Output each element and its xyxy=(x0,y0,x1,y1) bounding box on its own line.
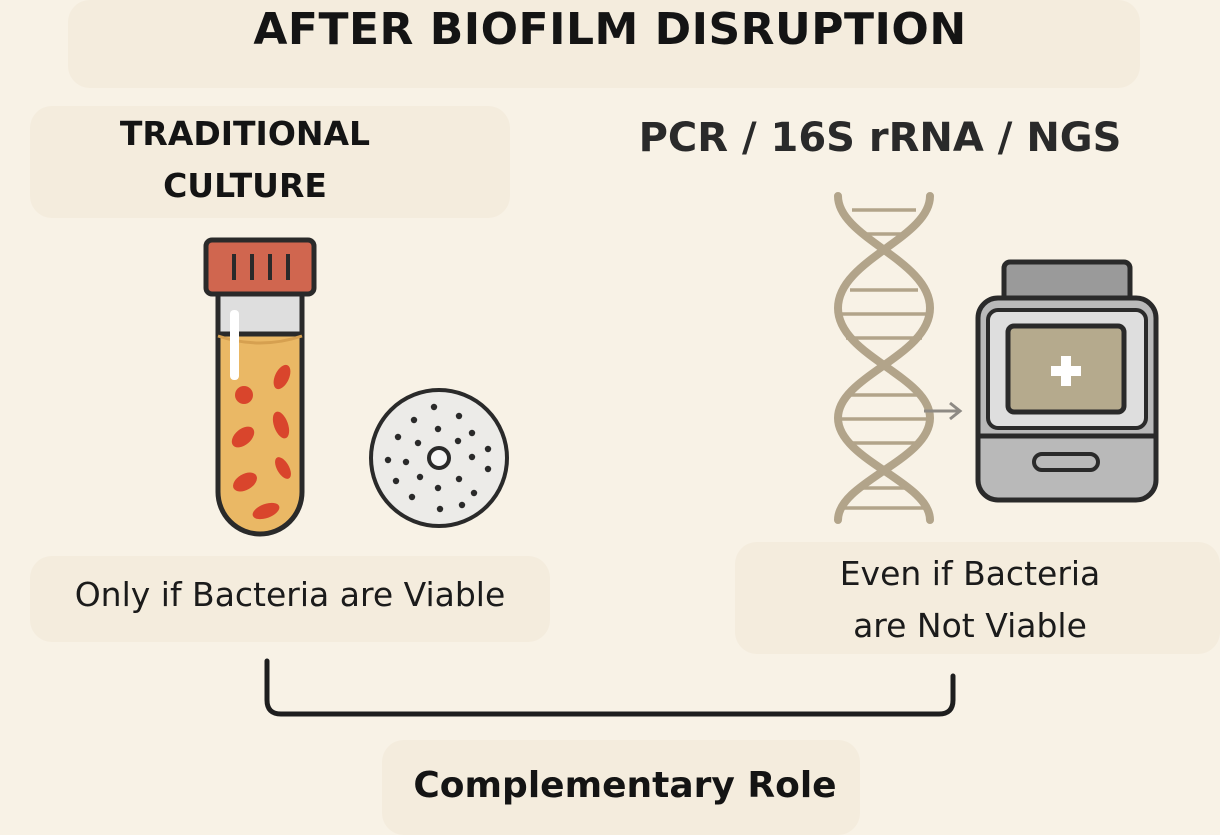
right-caption: Even if Bacteria are Not Viable xyxy=(740,548,1200,652)
test-tube-icon xyxy=(203,237,317,537)
left-heading-panel xyxy=(30,106,510,218)
arrow-right-icon xyxy=(924,401,963,421)
page-title: AFTER BIOFILM DISRUPTION xyxy=(253,4,967,55)
complementary-role-label: Complementary Role xyxy=(413,765,837,806)
pcr-heading: PCR / 16S rRNA / NGS xyxy=(638,115,1122,161)
right-caption-panel xyxy=(735,542,1220,654)
left-caption: Only if Bacteria are Viable xyxy=(74,575,506,614)
dna-helix-icon xyxy=(833,192,935,524)
petri-dish-icon xyxy=(369,388,509,528)
heading-line-2: CULTURE xyxy=(163,166,327,205)
right-caption-line-1: Even if Bacteria xyxy=(839,554,1101,593)
sequencer-device-icon xyxy=(975,259,1159,503)
left-caption-panel xyxy=(30,556,550,642)
title-panel xyxy=(68,0,1140,88)
heading-line-1: TRADITIONAL xyxy=(119,114,371,153)
complementary-bracket xyxy=(264,658,956,717)
traditional-culture-heading: TRADITIONAL CULTURE xyxy=(40,108,450,212)
bottom-label-panel xyxy=(382,740,860,835)
right-caption-line-2: are Not Viable xyxy=(853,606,1087,645)
